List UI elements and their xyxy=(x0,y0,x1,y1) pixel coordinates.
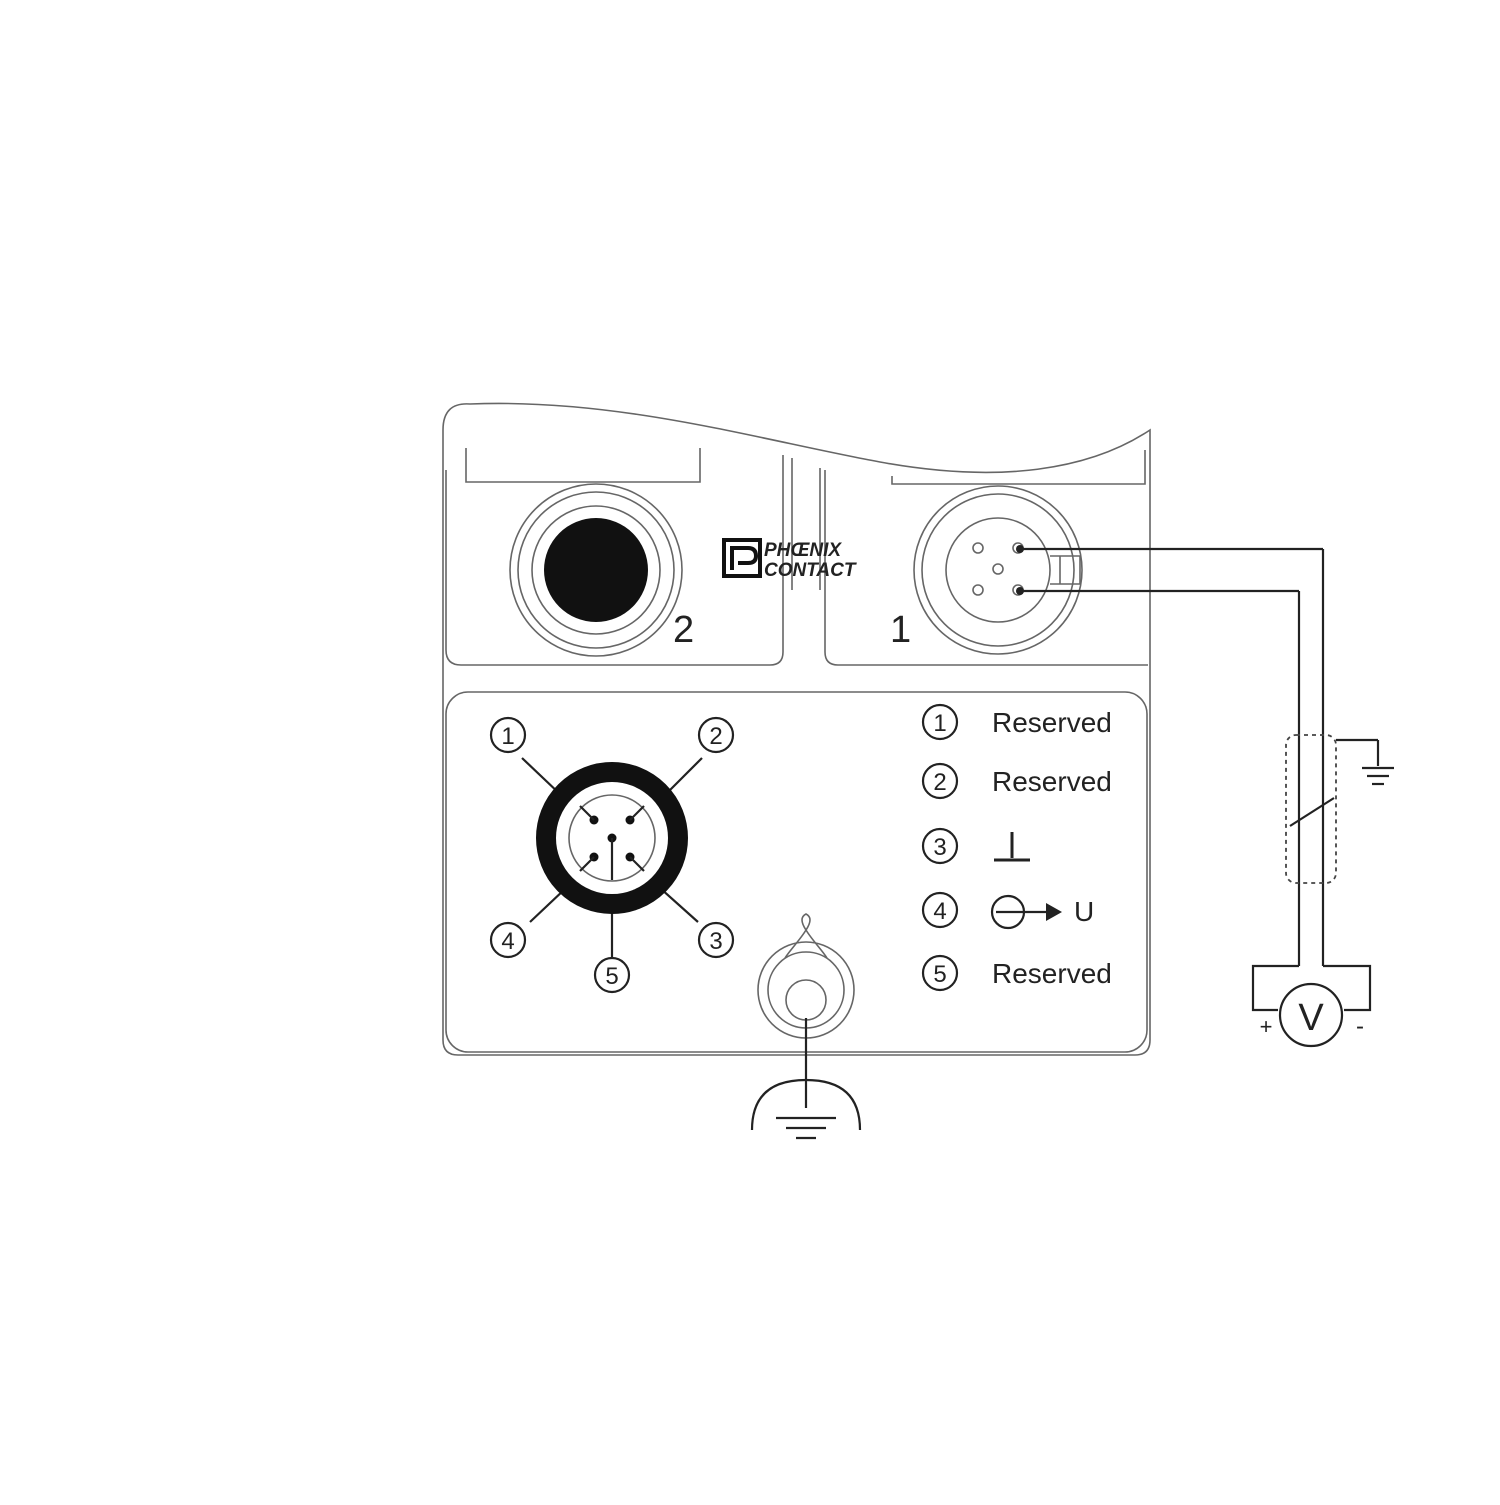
legend-row-1: 1 Reserved xyxy=(921,703,1112,741)
svg-text:4: 4 xyxy=(933,898,946,925)
port2-cap xyxy=(544,518,648,622)
voltmeter: V + - xyxy=(1251,964,1372,1048)
port2-socket xyxy=(509,483,683,657)
svg-text:1: 1 xyxy=(501,723,514,750)
callout-4: 4 xyxy=(489,921,527,959)
wire-end-lower xyxy=(1016,587,1024,595)
callout-5: 5 xyxy=(593,956,631,994)
legend-row-2: 2 Reserved xyxy=(921,762,1112,800)
callout-3: 3 xyxy=(697,921,735,959)
svg-text:3: 3 xyxy=(933,834,946,861)
pinout-panel xyxy=(445,691,1148,1053)
svg-text:1: 1 xyxy=(933,710,946,737)
shield-ground-icon xyxy=(1362,766,1394,786)
earth-ground-icon xyxy=(750,1078,862,1140)
voltmeter-minus: - xyxy=(1356,1013,1364,1040)
svg-text:2: 2 xyxy=(709,723,722,750)
port2-label-plate xyxy=(465,448,701,483)
legend-text-5: Reserved xyxy=(992,958,1112,989)
port2-label: 2 xyxy=(673,609,694,651)
port1-socket xyxy=(913,485,1083,655)
port1-panel xyxy=(824,470,1148,666)
legend-row-4: 4 U xyxy=(921,891,1094,930)
signal-wire-lower xyxy=(1020,589,1301,966)
port1-label: 1 xyxy=(890,609,911,651)
callout-1: 1 xyxy=(489,716,527,754)
svg-text:3: 3 xyxy=(709,928,722,955)
voltmeter-plus: + xyxy=(1260,1014,1273,1039)
device-housing xyxy=(442,402,1151,1056)
port2-panel xyxy=(445,455,784,666)
logo-line1: PHŒNIX xyxy=(764,540,842,561)
port1-pin-1 xyxy=(972,542,984,554)
wire-end-upper xyxy=(1016,545,1024,553)
legend-text-4: U xyxy=(1074,896,1094,927)
port1-pin-4 xyxy=(972,584,984,596)
functional-earth-terminal xyxy=(757,913,855,1108)
legend-text-2: Reserved xyxy=(992,766,1112,797)
logo-line2: CONTACT xyxy=(764,560,857,581)
pinout-connector xyxy=(521,757,703,958)
port1-pin-5 xyxy=(992,563,1004,575)
svg-text:2: 2 xyxy=(933,769,946,796)
callout-2: 2 xyxy=(697,716,735,754)
cable-shield xyxy=(1285,734,1380,884)
svg-text:5: 5 xyxy=(933,961,946,988)
legend-row-5: 5 Reserved xyxy=(921,954,1112,992)
signal-wire-upper xyxy=(1020,547,1325,966)
voltmeter-label: V xyxy=(1298,997,1324,1039)
current-output-icon xyxy=(990,894,1062,930)
svg-text:5: 5 xyxy=(605,963,618,990)
legend-row-3: 3 xyxy=(921,827,1030,865)
port1-label-plate xyxy=(891,450,1146,485)
svg-text:4: 4 xyxy=(501,928,514,955)
phoenix-contact-logo: PHŒNIX CONTACT xyxy=(722,538,857,581)
ground-symbol-icon xyxy=(994,832,1030,862)
legend-text-1: Reserved xyxy=(992,707,1112,738)
